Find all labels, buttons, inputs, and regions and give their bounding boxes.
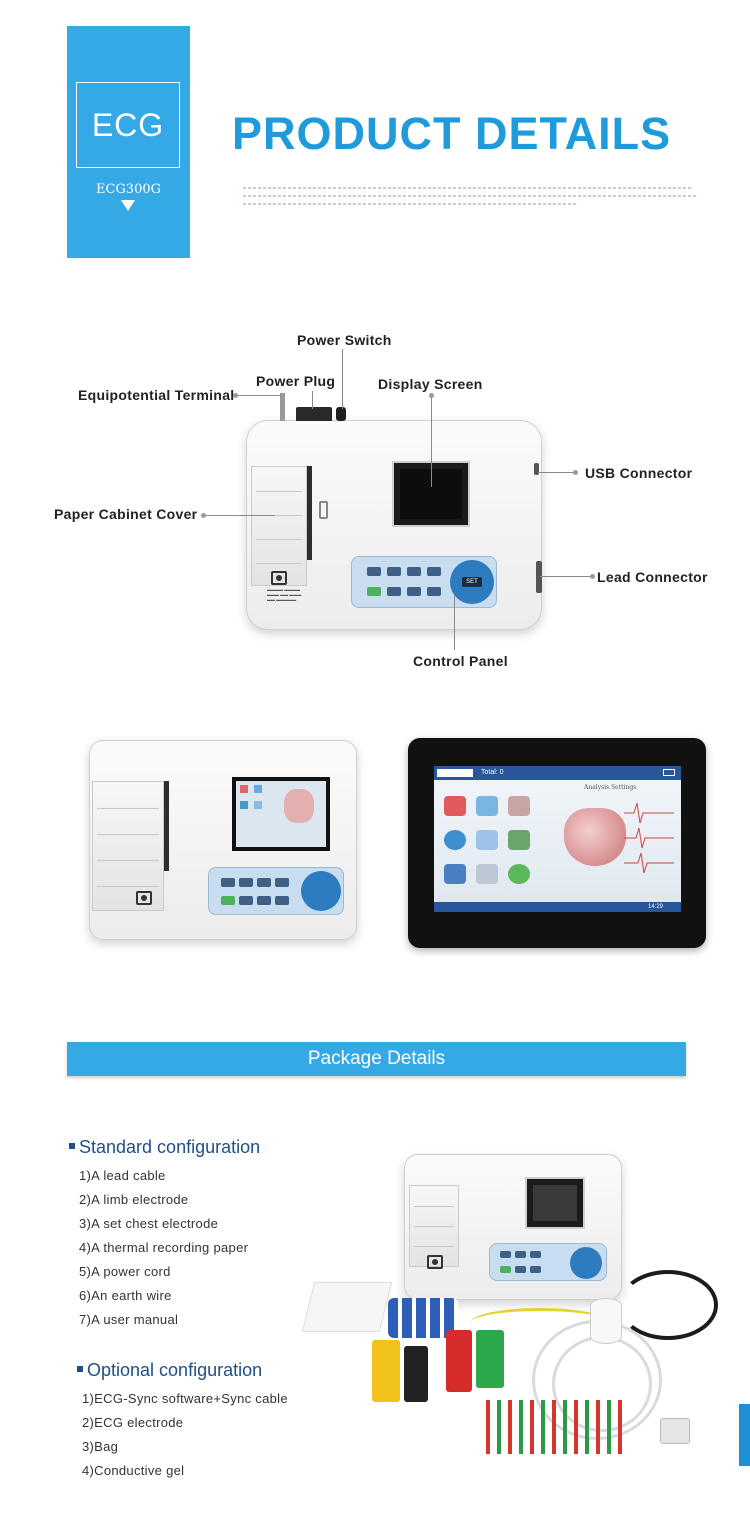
hazard-warning-icon xyxy=(271,571,287,585)
standard-configuration-heading: Standard configuration xyxy=(69,1137,260,1158)
ecg-device-packaged xyxy=(404,1154,622,1300)
power-switch-button xyxy=(336,407,346,421)
power-plug-socket xyxy=(296,407,332,421)
latch-icon xyxy=(319,501,328,519)
list-item: 3)Bag xyxy=(82,1439,119,1454)
limb-clip-yellow xyxy=(372,1340,400,1402)
list-item: 6)An earth wire xyxy=(79,1288,172,1303)
globe-menu-icon[interactable] xyxy=(444,830,466,850)
device-diagram: SET ▬▬▬▬ ▬▬▬▬▬▬▬ ▬▬ ▬▬▬▬▬ ▬▬▬▬▬ Power Sw… xyxy=(0,325,750,685)
list-item: 2)A limb electrode xyxy=(79,1192,189,1207)
cabinet-hinge xyxy=(307,466,312,560)
list-item: 3)A set chest electrode xyxy=(79,1216,219,1231)
callout-display-screen: Display Screen xyxy=(378,376,483,392)
equipotential-terminal-post xyxy=(280,393,285,421)
list-item: 1)A lead cable xyxy=(79,1168,166,1183)
clock-bar: 14:29 xyxy=(434,902,681,912)
paper-cabinet xyxy=(92,781,164,911)
list-item: 4)Conductive gel xyxy=(82,1463,185,1478)
square-bullet-icon xyxy=(69,1143,75,1150)
ecg-device-front: SET ▬▬▬▬ ▬▬▬▬▬▬▬ ▬▬ ▬▬▬▬▬ ▬▬▬▬▬ xyxy=(246,420,542,630)
paper-cabinet xyxy=(251,466,307,586)
callout-control-panel: Control Panel xyxy=(413,653,508,669)
heart-illustration-icon xyxy=(564,808,626,866)
analysis-settings-title: Analysis Settings xyxy=(584,784,637,791)
ecg-waveform-icon xyxy=(624,802,674,874)
list-item: 2)ECG electrode xyxy=(82,1415,184,1430)
lead-port xyxy=(536,561,542,593)
badge-title: ECG xyxy=(91,106,165,143)
badge-frame: ECG xyxy=(76,82,180,168)
ecg-device-angled xyxy=(89,740,357,940)
optional-heading-text: Optional configuration xyxy=(87,1360,263,1380)
badge-model: ECG300G xyxy=(95,182,162,197)
limb-clip-red xyxy=(446,1330,472,1392)
decorative-dotted-lines xyxy=(243,187,698,211)
set-key: SET xyxy=(462,577,482,587)
settings-menu-icon[interactable] xyxy=(476,830,498,850)
square-bullet-icon xyxy=(77,1366,83,1373)
thermal-paper-sheet xyxy=(301,1282,393,1332)
file-menu-icon[interactable] xyxy=(508,796,530,816)
paper-roll xyxy=(590,1298,622,1344)
callout-power-switch: Power Switch xyxy=(297,332,392,348)
list-item: 4)A thermal recording paper xyxy=(79,1240,249,1255)
hazard-warning-text: ▬▬▬▬ ▬▬▬▬▬▬▬ ▬▬ ▬▬▬▬▬ ▬▬▬▬▬ xyxy=(267,587,302,602)
patient-menu-icon[interactable] xyxy=(476,796,498,816)
touch-screen-closeup: Total: 0 Analysis Settings 14:29 xyxy=(408,738,706,948)
ecg-badge: ECG ECG300G xyxy=(67,26,190,258)
optional-configuration-heading: Optional configuration xyxy=(77,1360,262,1381)
edit-menu-icon[interactable] xyxy=(444,864,466,884)
control-panel: SET xyxy=(351,556,497,608)
status-bar: Total: 0 xyxy=(434,766,681,780)
email-menu-icon[interactable] xyxy=(508,864,530,884)
heart-menu-icon[interactable] xyxy=(444,796,466,816)
db15-connector xyxy=(660,1418,690,1444)
list-item: 1)ECG-Sync software+Sync cable xyxy=(82,1391,288,1406)
callout-usb-connector: USB Connector xyxy=(585,465,693,481)
limb-clip-black xyxy=(404,1346,428,1402)
touch-screen xyxy=(232,777,330,851)
package-contents-photo xyxy=(300,1150,740,1480)
callout-lead-connector: Lead Connector xyxy=(597,569,708,585)
banana-plugs xyxy=(486,1400,626,1454)
printer-menu-icon[interactable] xyxy=(476,864,498,884)
down-arrow-icon xyxy=(121,200,135,211)
users-menu-icon[interactable] xyxy=(508,830,530,850)
callout-paper-cabinet-cover: Paper Cabinet Cover xyxy=(54,506,198,522)
page-title: PRODUCT DETAILS xyxy=(232,108,672,159)
tablet-screen: Total: 0 Analysis Settings 14:29 xyxy=(434,766,681,912)
total-count-label: Total: 0 xyxy=(481,769,504,776)
battery-icon xyxy=(663,769,675,776)
clock: 14:29 xyxy=(647,904,663,910)
edge-tab xyxy=(739,1404,750,1466)
hazard-warning-icon xyxy=(136,891,152,905)
list-item: 5)A power cord xyxy=(79,1264,171,1279)
standard-heading-text: Standard configuration xyxy=(79,1137,261,1157)
lead-wires xyxy=(470,1308,610,1338)
callout-power-plug: Power Plug xyxy=(256,373,336,389)
power-cord xyxy=(618,1270,718,1340)
callout-equipotential-terminal: Equipotential Terminal xyxy=(78,387,235,403)
usb-port xyxy=(534,463,539,475)
control-panel xyxy=(208,867,344,915)
list-item: 7)A user manual xyxy=(79,1312,179,1327)
limb-clip-green xyxy=(476,1330,504,1388)
package-details-bar: Package Details xyxy=(67,1042,686,1076)
